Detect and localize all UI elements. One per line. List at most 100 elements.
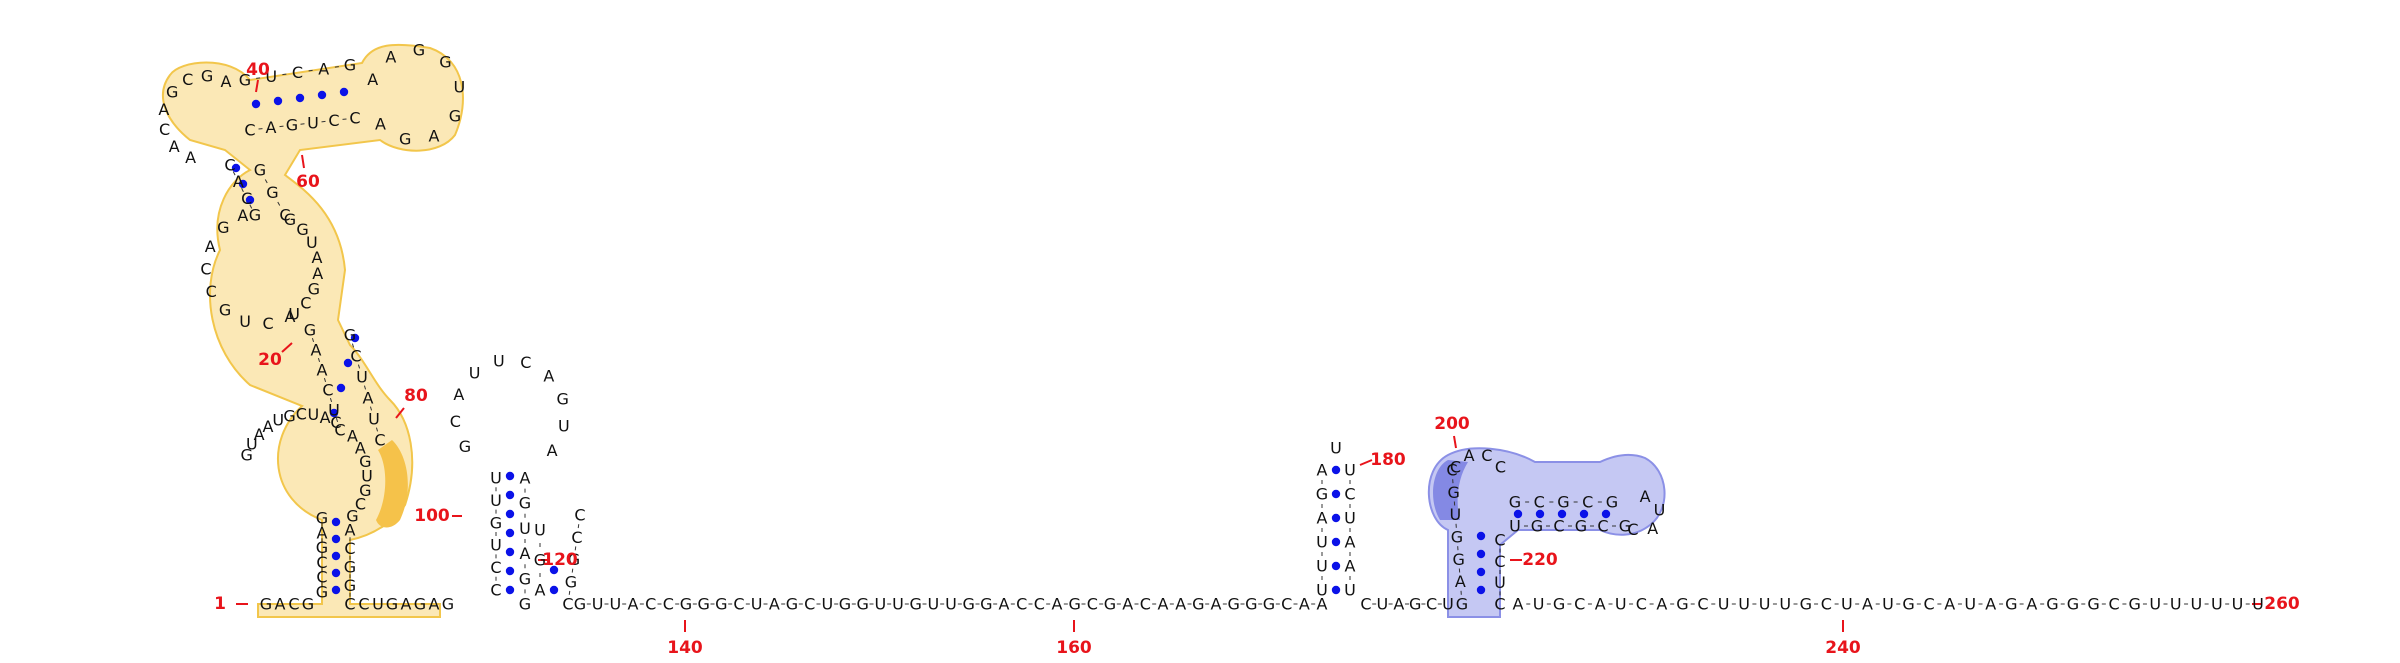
nucleotide-G: G <box>1192 595 1204 614</box>
nucleotide-G: G <box>556 390 568 409</box>
nucleotide-G: G <box>266 183 278 202</box>
nucleotide-C: C <box>1494 531 1505 550</box>
position-label-1: 1 <box>214 594 226 614</box>
nucleotide-G: G <box>962 595 974 614</box>
nucleotide-G: G <box>2067 595 2079 614</box>
base-pair-dot <box>506 548 514 556</box>
nucleotide-G: G <box>414 595 426 614</box>
nucleotide-U: U <box>239 312 251 331</box>
base-pair-dot <box>337 384 345 392</box>
nucleotide-C: C <box>733 595 744 614</box>
nucleotide-G: G <box>1409 595 1421 614</box>
nucleotide-A: A <box>520 544 531 563</box>
nucleotide-G: G <box>1553 595 1565 614</box>
base-pair-dot <box>1477 550 1485 558</box>
nucleotide-C: C <box>1034 595 1045 614</box>
nucleotide-A: A <box>1345 533 1356 552</box>
position-label-260: 260 <box>2264 594 2300 614</box>
nucleotide-G: G <box>260 595 272 614</box>
nucleotide-C: C <box>1636 595 1647 614</box>
nucleotide-G: G <box>442 595 454 614</box>
nucleotide-U: U <box>1882 595 1894 614</box>
nucleotide-G: G <box>1263 595 1275 614</box>
nucleotide-U: U <box>2252 595 2264 614</box>
nucleotide-A: A <box>1464 446 1475 465</box>
position-label-40: 40 <box>246 60 270 80</box>
base-pair-dot <box>296 94 304 102</box>
nucleotide-G: G <box>254 161 266 180</box>
nucleotide-G: G <box>1902 595 1914 614</box>
nucleotide-G: G <box>1452 550 1464 569</box>
nucleotide-A: A <box>169 137 180 156</box>
nucleotide-C: C <box>1281 595 1292 614</box>
nucleotide-A: A <box>1299 595 1310 614</box>
base-pair-dot <box>506 472 514 480</box>
nucleotide-U: U <box>927 595 939 614</box>
nucleotide-U: U <box>1509 517 1521 536</box>
nucleotide-U: U <box>308 405 320 424</box>
nucleotide-C: C <box>1016 595 1027 614</box>
nucleotide-C: C <box>1534 493 1545 512</box>
nucleotide-C: C <box>1087 595 1098 614</box>
position-label-200: 200 <box>1434 414 1470 434</box>
base-pair-dot <box>1332 586 1340 594</box>
nucleotide-G: G <box>1104 595 1116 614</box>
nucleotide-C: C <box>1627 520 1638 539</box>
nucleotide-A: A <box>158 100 169 119</box>
nucleotide-C: C <box>344 539 355 558</box>
nucleotide-G: G <box>166 82 178 101</box>
nucleotide-C: C <box>1495 458 1506 477</box>
nucleotide-U: U <box>368 410 380 429</box>
position-label-80: 80 <box>404 386 428 406</box>
nucleotide-A: A <box>1513 595 1524 614</box>
nucleotide-U: U <box>288 304 300 323</box>
nucleotide-A: A <box>401 595 412 614</box>
nucleotide-A: A <box>547 441 558 460</box>
nucleotide-U: U <box>1449 505 1461 524</box>
nucleotide-G: G <box>249 206 261 225</box>
base-pair-dot <box>1477 586 1485 594</box>
nucleotide-G: G <box>344 558 356 577</box>
nucleotide-C: C <box>574 506 585 525</box>
nucleotide-C: C <box>322 381 333 400</box>
nucleotide-G: G <box>1447 483 1459 502</box>
nucleotide-G: G <box>386 595 398 614</box>
nucleotide-C: C <box>328 111 339 130</box>
backbone-link <box>309 70 313 71</box>
nucleotide-C: C <box>244 121 255 140</box>
base-pair-dot <box>1332 538 1340 546</box>
nucleotide-A: A <box>1640 487 1651 506</box>
nucleotide-G: G <box>1531 517 1543 536</box>
nucleotide-U: U <box>1964 595 1976 614</box>
nucleotide-G: G <box>565 572 577 591</box>
nucleotide-U: U <box>1316 581 1328 600</box>
nucleotide-U: U <box>892 595 904 614</box>
nucleotide-C: C <box>1360 595 1371 614</box>
nucleotide-G: G <box>1456 595 1468 614</box>
nucleotide-C: C <box>520 353 531 372</box>
position-label-240: 240 <box>1825 638 1861 658</box>
nucleotide-G: G <box>1800 595 1812 614</box>
base-pair-dot <box>318 91 326 99</box>
nucleotide-C: C <box>1821 595 1832 614</box>
nucleotide-G: G <box>344 326 356 345</box>
position-label-180: 180 <box>1370 450 1406 470</box>
nucleotide-C: C <box>1494 595 1505 614</box>
nucleotide-A: A <box>1985 595 1996 614</box>
nucleotide-G: G <box>519 569 531 588</box>
nucleotide-G: G <box>1676 595 1688 614</box>
nucleotide-U: U <box>2190 595 2202 614</box>
nucleotide-A: A <box>1455 572 1466 591</box>
base-pair-dot <box>1332 466 1340 474</box>
nucleotide-U: U <box>751 595 763 614</box>
position-label-100: 100 <box>414 506 450 526</box>
nucleotide-U: U <box>1759 595 1771 614</box>
position-label-160: 160 <box>1056 638 1092 658</box>
nucleotide-U: U <box>1316 533 1328 552</box>
nucleotide-A: A <box>1175 595 1186 614</box>
backbone-link <box>335 67 339 68</box>
position-label-140: 140 <box>667 638 703 658</box>
base-pair-dot <box>274 97 282 105</box>
